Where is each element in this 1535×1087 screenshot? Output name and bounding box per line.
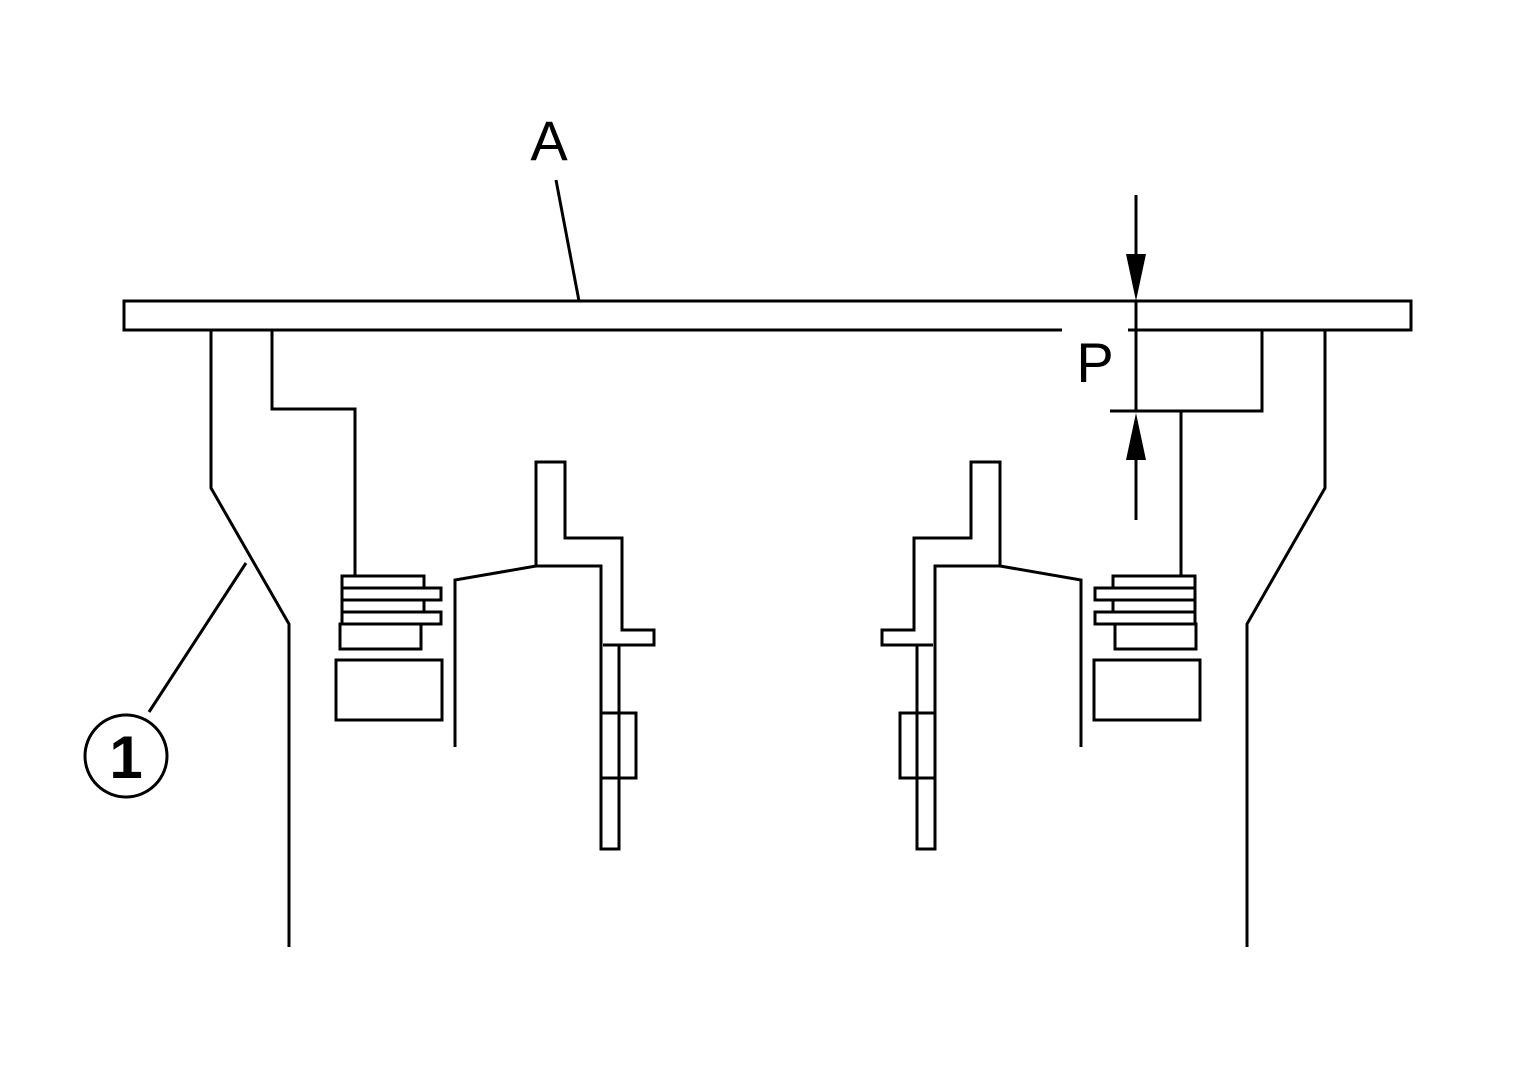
clutch-plate [340, 574, 426, 590]
label-p: P [1076, 331, 1113, 394]
clutch-pack-left [334, 574, 444, 722]
label-a: A [530, 109, 568, 172]
hub-sleeve-right [898, 711, 937, 780]
clutch-pressure-plate [1113, 622, 1198, 651]
clutch-piston [1092, 658, 1202, 722]
leader-line-a [554, 179, 581, 302]
arrow-up-icon [1126, 413, 1146, 460]
label-p-background [1062, 324, 1128, 396]
hub-sleeve-left [599, 711, 638, 780]
leader-line-1 [147, 562, 248, 713]
hub-left [453, 460, 656, 851]
callout-number-1: 1 [109, 724, 142, 791]
clutch-plate [340, 598, 426, 614]
arrow-down-icon [1126, 254, 1146, 301]
clutch-pack-right [1092, 574, 1202, 722]
dimension-p: P [1062, 195, 1181, 520]
hub-right [880, 460, 1083, 851]
clutch-plate [1111, 574, 1197, 590]
clutch-plate [340, 610, 443, 626]
callout-circle-1 [83, 713, 169, 799]
case-wall-right [1245, 330, 1327, 947]
straightedge-plate-a [122, 299, 1413, 332]
retainer-right [1179, 330, 1264, 576]
case-wall-left [209, 330, 291, 947]
clutch-plate [1093, 586, 1197, 602]
clutch-pressure-plate [338, 622, 423, 651]
retainer-left [270, 330, 357, 576]
clutch-plate [1093, 610, 1197, 626]
clutch-plate [340, 586, 443, 602]
clutch-plate [1111, 598, 1197, 614]
clutch-piston [334, 658, 444, 722]
